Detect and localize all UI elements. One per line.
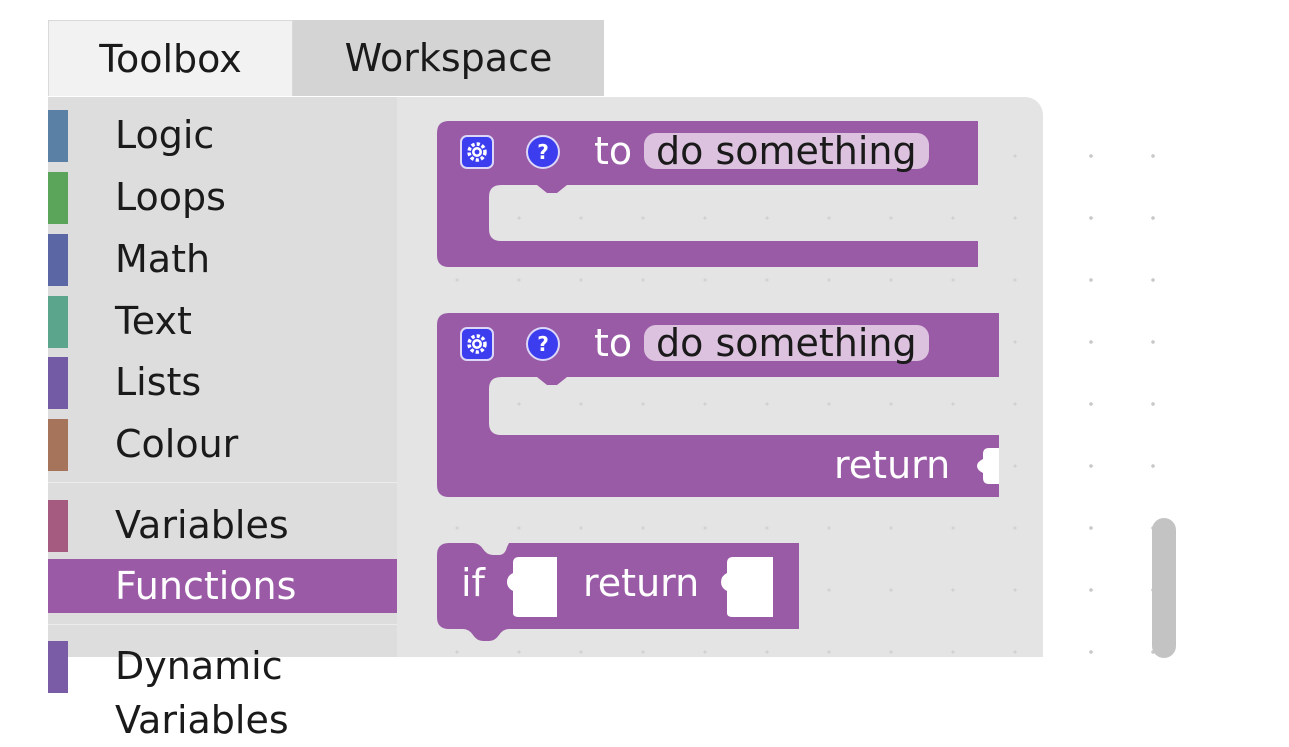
return-label: return <box>583 561 700 605</box>
category-label: Loops <box>115 175 226 219</box>
svg-text:?: ? <box>537 140 549 164</box>
category-label: Lists <box>115 360 202 404</box>
if-return-block-shape <box>437 543 799 641</box>
category-math[interactable]: Math <box>48 232 397 286</box>
category-functions[interactable]: Functions <box>48 559 397 613</box>
category-color-bar <box>48 234 68 286</box>
category-color-bar <box>48 172 68 224</box>
category-dynamic-variables[interactable]: Dynamic Variables <box>48 639 397 742</box>
toolbox-flyout: ? to do something ? to do something <box>397 97 1043 657</box>
return-label: return <box>834 443 951 487</box>
if-label: if <box>461 561 485 605</box>
category-text[interactable]: Text <box>48 294 397 348</box>
category-lists[interactable]: Lists <box>48 355 397 409</box>
if-return-block[interactable]: if return <box>437 541 803 641</box>
category-color-bar <box>48 357 68 409</box>
gear-icon[interactable] <box>460 327 494 361</box>
category-label: Text <box>115 299 192 343</box>
procedure-keyword: to <box>594 129 633 173</box>
gear-icon[interactable] <box>460 135 494 169</box>
category-color-bar <box>48 296 68 348</box>
category-label: Colour <box>115 422 239 466</box>
category-label: Dynamic Variables <box>115 644 289 742</box>
procedure-no-return-block[interactable]: ? to do something <box>437 121 982 271</box>
category-color-bar <box>48 110 68 162</box>
help-icon[interactable]: ? <box>526 135 560 169</box>
category-colour[interactable]: Colour <box>48 417 397 471</box>
procedure-keyword: to <box>594 321 633 365</box>
help-icon[interactable]: ? <box>526 327 560 361</box>
category-color-bar <box>48 419 68 471</box>
toolbox: Logic Loops Math Text Lists Colour Varia… <box>48 97 397 742</box>
category-label: Variables <box>115 503 289 547</box>
category-logic[interactable]: Logic <box>48 108 397 162</box>
category-variables[interactable]: Variables <box>48 498 397 552</box>
category-color-bar <box>48 500 68 552</box>
category-color-bar <box>48 641 68 693</box>
workspace-vertical-scrollbar[interactable] <box>1152 518 1176 658</box>
tab-toolbox[interactable]: Toolbox <box>48 20 293 96</box>
category-label: Functions <box>115 564 297 608</box>
category-loops[interactable]: Loops <box>48 170 397 224</box>
procedure-name-field[interactable]: do something <box>644 132 929 170</box>
category-label: Logic <box>115 113 215 157</box>
procedure-with-return-block[interactable]: ? to do something return <box>437 313 999 499</box>
procedure-name-field[interactable]: do something <box>644 324 929 362</box>
tab-bar: Toolbox Workspace <box>48 20 604 96</box>
category-separator <box>48 624 397 625</box>
tab-workspace[interactable]: Workspace <box>293 20 604 96</box>
category-label: Math <box>115 237 211 281</box>
category-separator <box>48 482 397 483</box>
svg-text:?: ? <box>537 332 549 356</box>
